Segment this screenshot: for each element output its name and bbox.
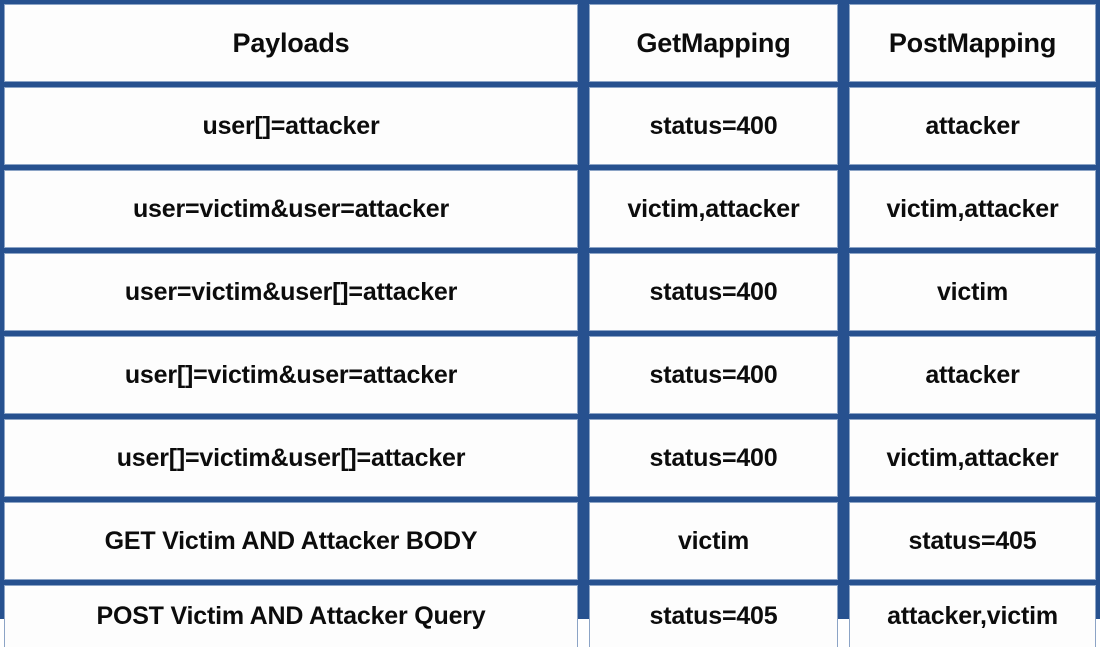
table-row: user[]=victim&user=attacker status=400 a…: [4, 336, 1096, 414]
cell-get-mapping: status=400: [589, 419, 838, 497]
cell-payloads: user=victim&user=attacker: [4, 170, 578, 248]
cell-get-mapping: victim: [589, 502, 838, 580]
cell-post-mapping: status=405: [849, 502, 1096, 580]
table-row: user=victim&user[]=attacker status=400 v…: [4, 253, 1096, 331]
table-row: user[]=attacker status=400 attacker: [4, 87, 1096, 165]
cell-post-mapping: victim: [849, 253, 1096, 331]
column-header-payloads: Payloads: [4, 4, 578, 82]
cell-post-mapping: victim,attacker: [849, 170, 1096, 248]
cell-get-mapping: status=400: [589, 87, 838, 165]
table-row: user=victim&user=attacker victim,attacke…: [4, 170, 1096, 248]
cell-payloads: GET Victim AND Attacker BODY: [4, 502, 578, 580]
cell-post-mapping: victim,attacker: [849, 419, 1096, 497]
cell-payloads: user[]=victim&user=attacker: [4, 336, 578, 414]
cell-payloads: user[]=attacker: [4, 87, 578, 165]
cell-get-mapping: status=400: [589, 253, 838, 331]
cell-get-mapping: status=400: [589, 336, 838, 414]
cell-payloads: user[]=victim&user[]=attacker: [4, 419, 578, 497]
cell-get-mapping: victim,attacker: [589, 170, 838, 248]
table-header-row: Payloads GetMapping PostMapping: [4, 4, 1096, 82]
cell-payloads: POST Victim AND Attacker Query: [4, 585, 578, 647]
table-row: GET Victim AND Attacker BODY victim stat…: [4, 502, 1096, 580]
cell-post-mapping: attacker,victim: [849, 585, 1096, 647]
cell-get-mapping: status=405: [589, 585, 838, 647]
cell-payloads: user=victim&user[]=attacker: [4, 253, 578, 331]
table-row: POST Victim AND Attacker Query status=40…: [4, 585, 1096, 647]
column-header-get-mapping: GetMapping: [589, 4, 838, 82]
table-row: user[]=victim&user[]=attacker status=400…: [4, 419, 1096, 497]
column-header-post-mapping: PostMapping: [849, 4, 1096, 82]
cell-post-mapping: attacker: [849, 87, 1096, 165]
cell-post-mapping: attacker: [849, 336, 1096, 414]
